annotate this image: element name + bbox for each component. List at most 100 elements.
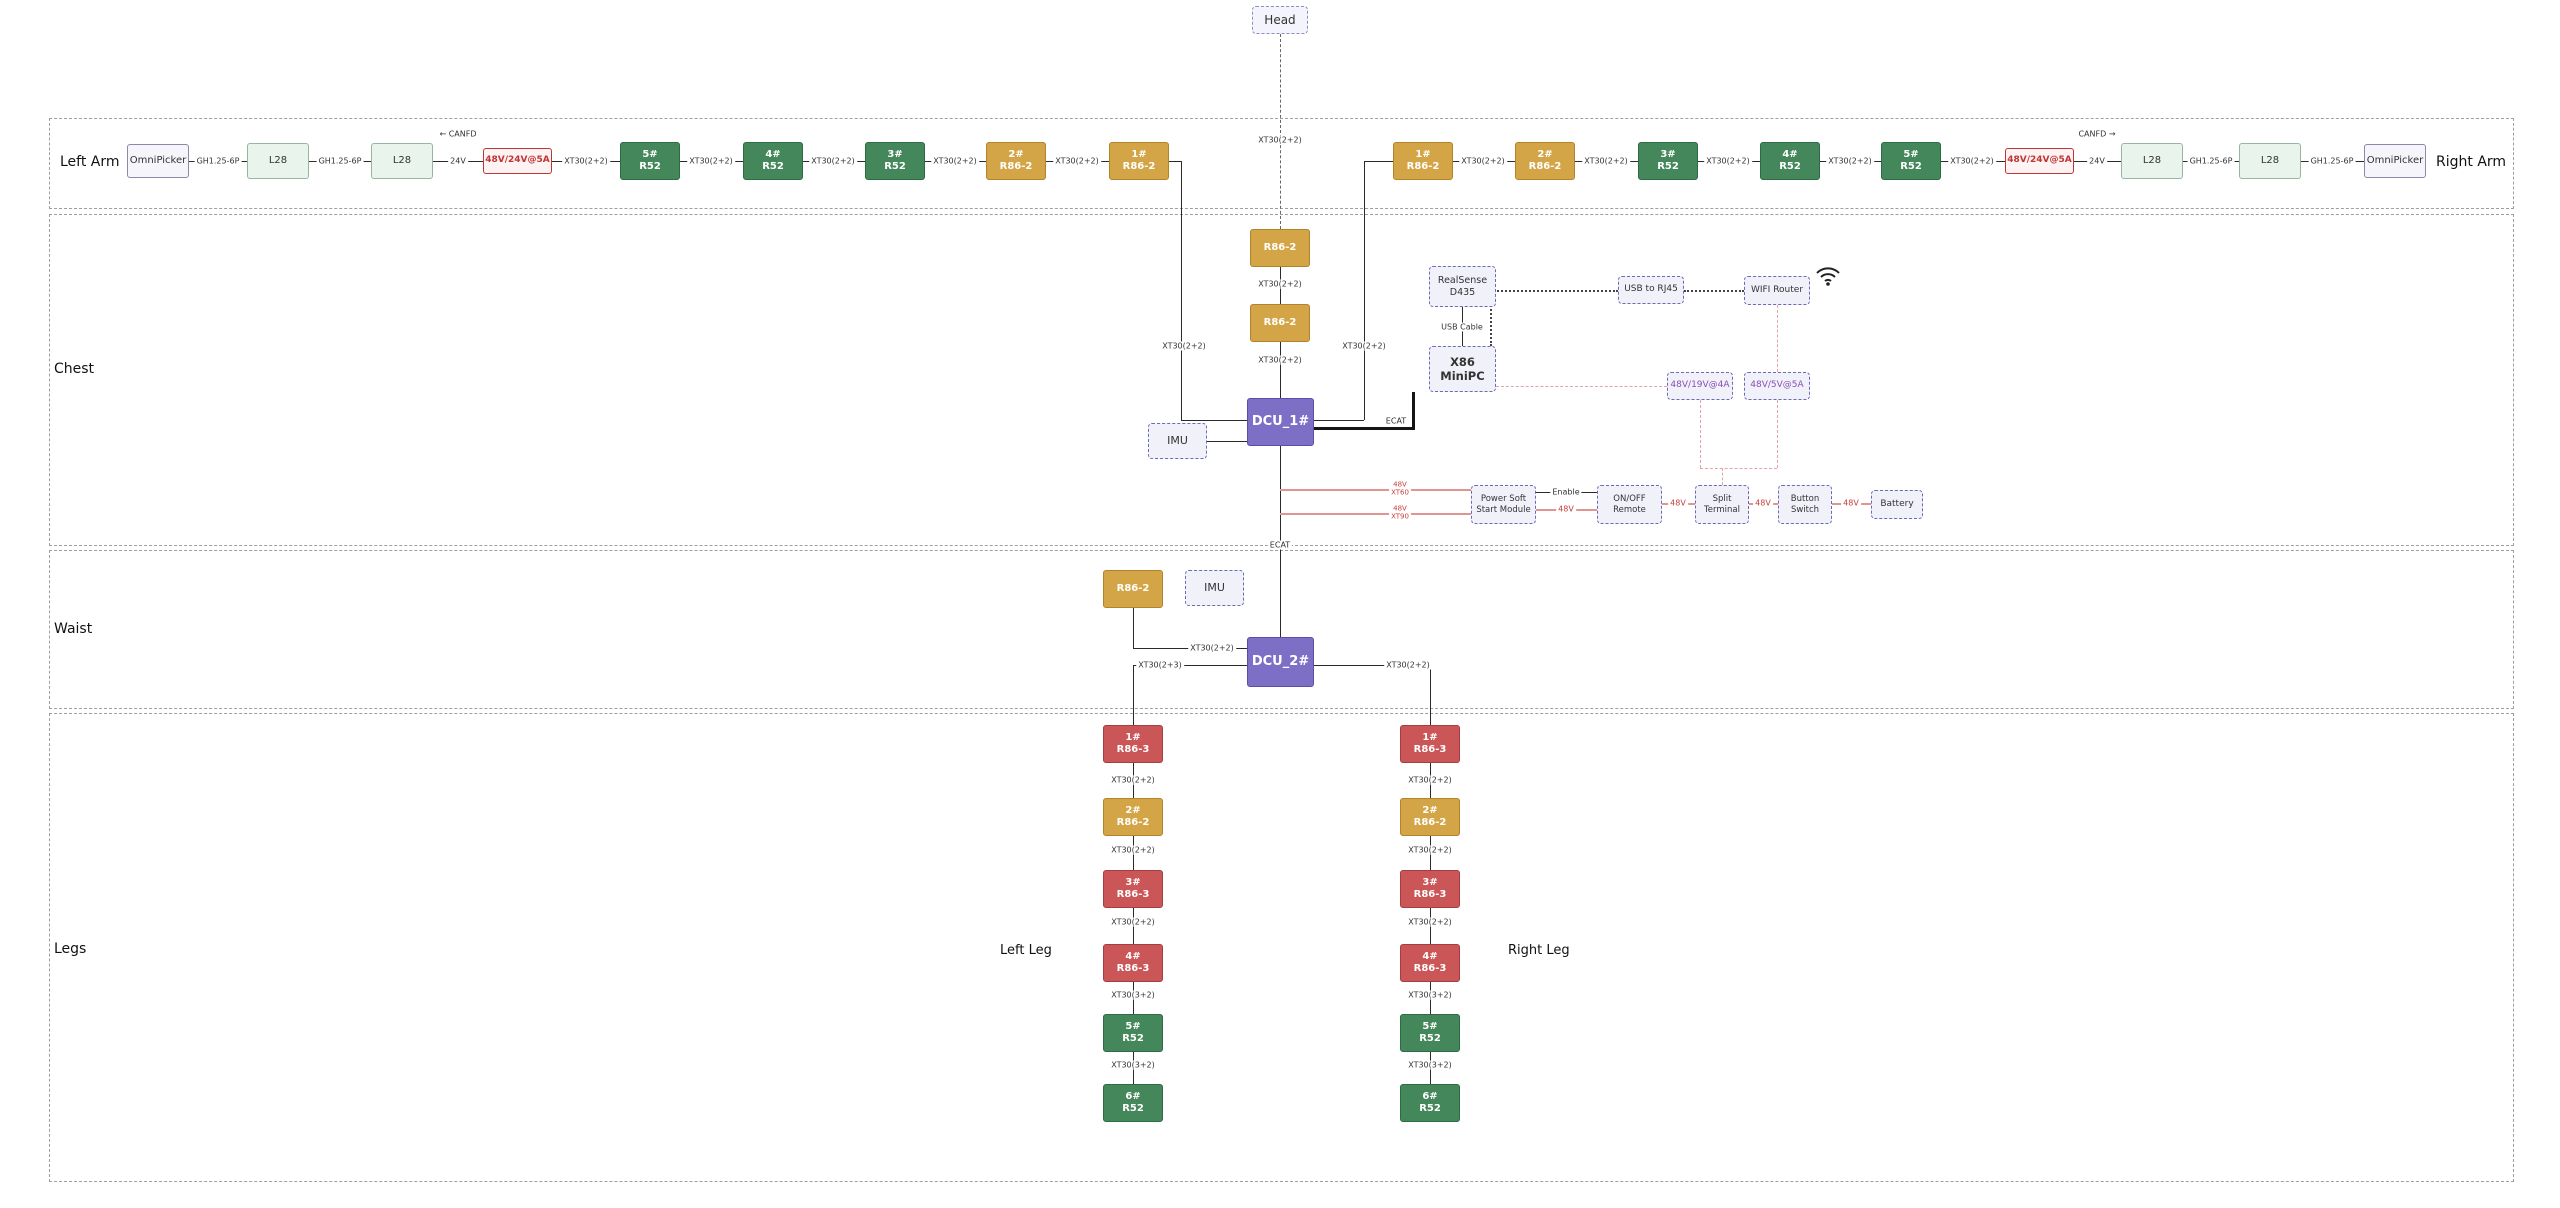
connector-label: XT30(3+2) [1406,990,1454,1000]
motor-model: R52 [1419,1033,1441,1044]
wifi-router-label: WIFI Router [1750,284,1804,295]
motor-model: R86-3 [1413,744,1447,755]
motor-model: R52 [639,161,661,172]
right-leg-motor-6: 6#R52 [1400,1084,1460,1122]
motor-number: 3# [887,148,903,160]
motor-number: 2# [1537,148,1553,160]
wire-right-arm-drop [1314,420,1364,421]
motor-model: R86-3 [1413,889,1447,900]
l28-label: L28 [268,154,288,166]
connector-label: XT30(2+2) [809,156,857,166]
chest-hub-r86-2: R86-2 [1250,304,1310,342]
left-gripper-box: OmniPicker [127,144,189,178]
right-arm-motor-4: 4#R52 [1760,142,1820,180]
left-leg-motor-3: 3#R86-3 [1103,870,1163,908]
motor-model: R86-2 [999,161,1033,172]
imu-label: IMU [1204,581,1225,595]
chest-hub-r86-1: R86-2 [1250,229,1310,267]
wire-5v-split [1777,400,1778,468]
motor-model: R52 [884,161,906,172]
motor-number: 5# [1903,148,1919,160]
connector-label: XT30(2+2) [1109,845,1157,855]
hub-label: R86-2 [1116,582,1150,594]
motor-model: R52 [1122,1033,1144,1044]
hub-label: R86-2 [1263,316,1297,328]
connector-label: XT30(2+2) [1582,156,1630,166]
connector-label: GH1.25-6P [2308,156,2356,166]
legs-section-label: Legs [54,941,87,957]
wire-left-arm-drop [1181,161,1182,420]
motor-number: 3# [1125,876,1141,888]
remote-label: ON/OFF [1613,493,1646,504]
wire-converters-split [1700,468,1777,469]
head-box: Head [1252,6,1308,34]
wire-head-link [1280,34,1281,229]
48v-label: 48V [1841,498,1861,508]
wire-x86-rj45 [1490,290,1492,346]
dc-converter-5v-box: 48V/5V@5A [1744,372,1810,400]
48v-label: 48V [1556,504,1576,514]
connector-label: XT30(2+2) [1459,156,1507,166]
left-arm-psu-box: 48V/24V@5A [483,148,552,174]
left-arm-motor-2: 2#R86-2 [986,142,1046,180]
wire-ecat [1314,427,1414,430]
connector-label: XT30(2+2) [1188,643,1236,653]
right-arm-motor-2: 2#R86-2 [1515,142,1575,180]
motor-model: R86-2 [1528,161,1562,172]
canfd-label: ← CANFD [437,129,479,139]
right-leg-motor-5: 5#R52 [1400,1014,1460,1052]
chest-imu-box: IMU [1148,423,1207,459]
psu-label: 48V/24V@5A [485,155,550,166]
psm-label: Power Soft [1480,493,1527,504]
psm-label: Start Module [1476,504,1531,515]
imu-label: IMU [1167,434,1188,448]
switch-label: Switch [1790,504,1820,515]
motor-model: R86-2 [1406,161,1440,172]
motor-number: 1# [1131,148,1147,160]
wire-left-leg [1133,665,1247,666]
wire-converters-split [1722,468,1723,485]
motor-model: R86-2 [1122,161,1156,172]
connector-label: XT30(2+2) [1256,355,1304,365]
voltage-label: 48V [1393,504,1407,513]
realsense-model: D435 [1449,286,1476,298]
remote-label: Remote [1613,504,1646,515]
connector-label: XT30(2+2) [1948,156,1996,166]
24v-label: 24V [2087,156,2107,166]
wire-x86-19v [1496,386,1667,387]
chest-section-label: Chest [54,361,95,377]
ecat-label: ECAT [1383,416,1409,426]
dc-converter-19v-box: 48V/19V@4A [1667,372,1733,400]
wire-48v-xt60 [1280,489,1471,491]
canfd-label: CANFD → [2076,129,2118,139]
connector-label: XT30(2+2) [1406,775,1454,785]
waist-imu-box: IMU [1185,570,1244,606]
motor-model: R52 [1657,161,1679,172]
wire-19v-split [1700,400,1701,468]
connector-label: XT30(2+2) [1704,156,1752,166]
connector-type-label: XT90 [1391,513,1409,521]
motor-model: R86-3 [1116,963,1150,974]
section-legs [49,713,2514,1182]
motor-model: R52 [1419,1103,1441,1114]
motor-model: R52 [1122,1103,1144,1114]
section-arms [49,118,2514,209]
wire-imu-dcu1 [1207,441,1247,442]
motor-number: 1# [1415,148,1431,160]
connector-label: XT30(3+2) [1406,1060,1454,1070]
connector-type-label: XT60 [1391,489,1409,497]
right-leg-motor-4: 4#R86-3 [1400,944,1460,982]
motor-model: R52 [1900,161,1922,172]
connector-label: XT30(2+2) [1256,135,1304,145]
l28-label: L28 [2142,154,2162,166]
motor-number: 6# [1422,1090,1438,1102]
left-arm-section-label: Left Arm [60,154,120,170]
split-label: Split [1712,493,1732,504]
wifi-icon [1816,267,1840,286]
wire-right-leg [1314,665,1430,666]
right-arm-motor-5: 5#R52 [1881,142,1941,180]
